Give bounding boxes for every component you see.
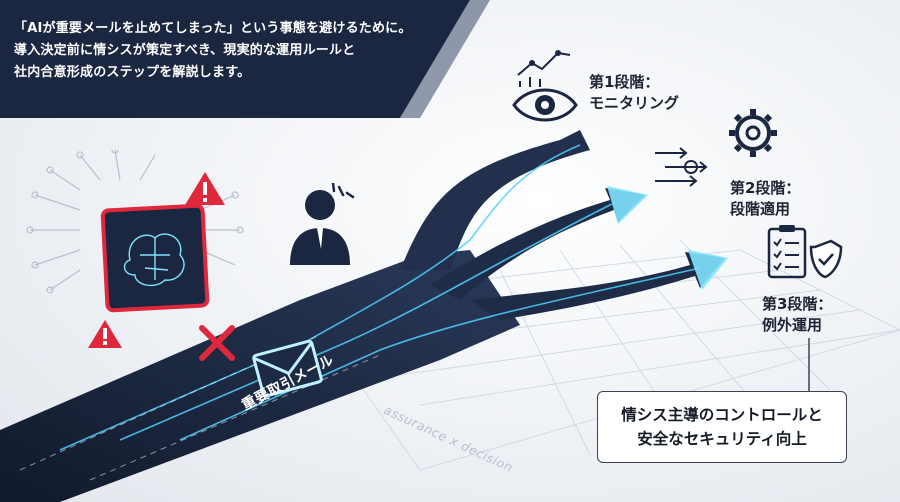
header-line-3: 社内合意形成のステップを解説します。	[14, 65, 251, 80]
gear-arrows-icon	[655, 109, 777, 187]
connector-line	[808, 338, 810, 393]
stage-1-label: 第1段階：モニタリング	[589, 73, 680, 112]
upper-arrow-head	[607, 186, 648, 224]
blocked-x-icon	[199, 325, 235, 361]
eye-chart-icon	[512, 50, 578, 122]
outcome-box: 情シス主導のコントロールと 安全なセキュリティ向上	[597, 391, 847, 463]
checklist-shield-icon	[767, 225, 843, 279]
header-line-2: 導入決定前に情シスが策定すべき、現実的な運用ルールと	[14, 43, 356, 58]
outcome-line-2: 安全なセキュリティ向上	[637, 430, 807, 448]
brain-icon	[123, 233, 185, 287]
outcome-line-1: 情シス主導のコントロールと	[621, 406, 823, 424]
lower-branch	[470, 252, 725, 320]
header-line-1: 「AIが重要メールを止めてしまった」という事態を避けるために。	[14, 21, 412, 36]
ai-chip-alert	[26, 150, 244, 361]
header-text: 「AIが重要メールを止めてしまった」という事態を避けるために。 導入決定前に情シ…	[14, 18, 412, 84]
stage-3-label: 第3段階：例外運用	[762, 295, 833, 334]
stage-2-label: 第2段階：段階適用	[730, 179, 801, 218]
lower-arrow-head	[688, 250, 728, 290]
header-banner-shape	[0, 0, 490, 118]
warning-icon-bottom	[88, 320, 122, 348]
warning-icon-top	[185, 172, 225, 205]
worried-person-icon	[290, 183, 355, 265]
mail-envelope-icon	[252, 339, 323, 398]
